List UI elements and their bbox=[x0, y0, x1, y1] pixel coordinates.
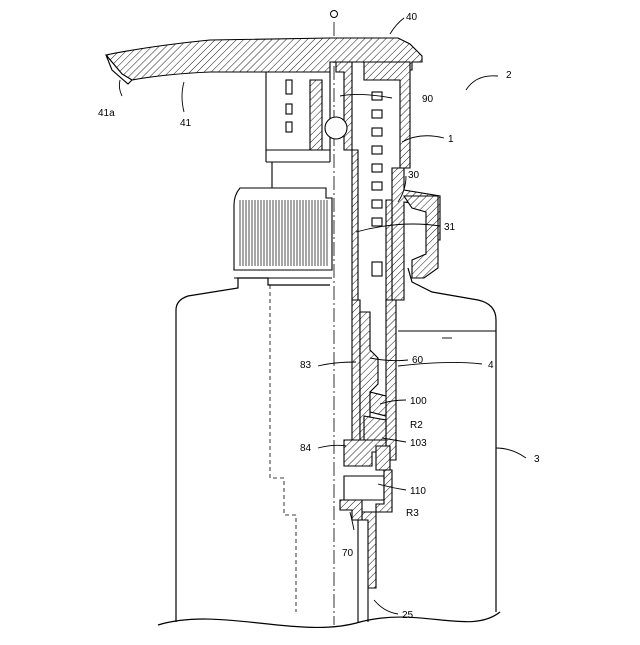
label-40: 40 bbox=[406, 12, 418, 23]
pump-section bbox=[325, 62, 440, 622]
label-25: 25 bbox=[402, 610, 414, 621]
label-84: 84 bbox=[300, 443, 312, 454]
label-41a: 41a bbox=[98, 108, 115, 119]
label-1: 1 bbox=[448, 134, 454, 145]
label-103: 103 bbox=[410, 438, 427, 449]
label-31: 31 bbox=[444, 222, 456, 233]
label-r3: R3 bbox=[406, 508, 419, 519]
hidden-lines bbox=[270, 285, 296, 612]
label-90: 90 bbox=[422, 94, 434, 105]
label-41: 41 bbox=[180, 118, 192, 129]
label-3: 3 bbox=[534, 454, 540, 465]
label-70: 70 bbox=[342, 548, 354, 559]
closure-cap bbox=[234, 188, 332, 278]
head-skirt bbox=[266, 72, 330, 188]
label-83: 83 bbox=[300, 360, 312, 371]
label-110: 110 bbox=[410, 486, 426, 497]
label-4: 4 bbox=[488, 360, 494, 371]
label-60: 60 bbox=[412, 355, 424, 366]
label-2: 2 bbox=[506, 70, 512, 81]
label-r2: R2 bbox=[410, 420, 423, 431]
center-axis bbox=[331, 11, 338, 626]
label-30: 30 bbox=[408, 170, 420, 181]
bottle bbox=[158, 268, 500, 627]
label-100: 100 bbox=[410, 396, 427, 407]
